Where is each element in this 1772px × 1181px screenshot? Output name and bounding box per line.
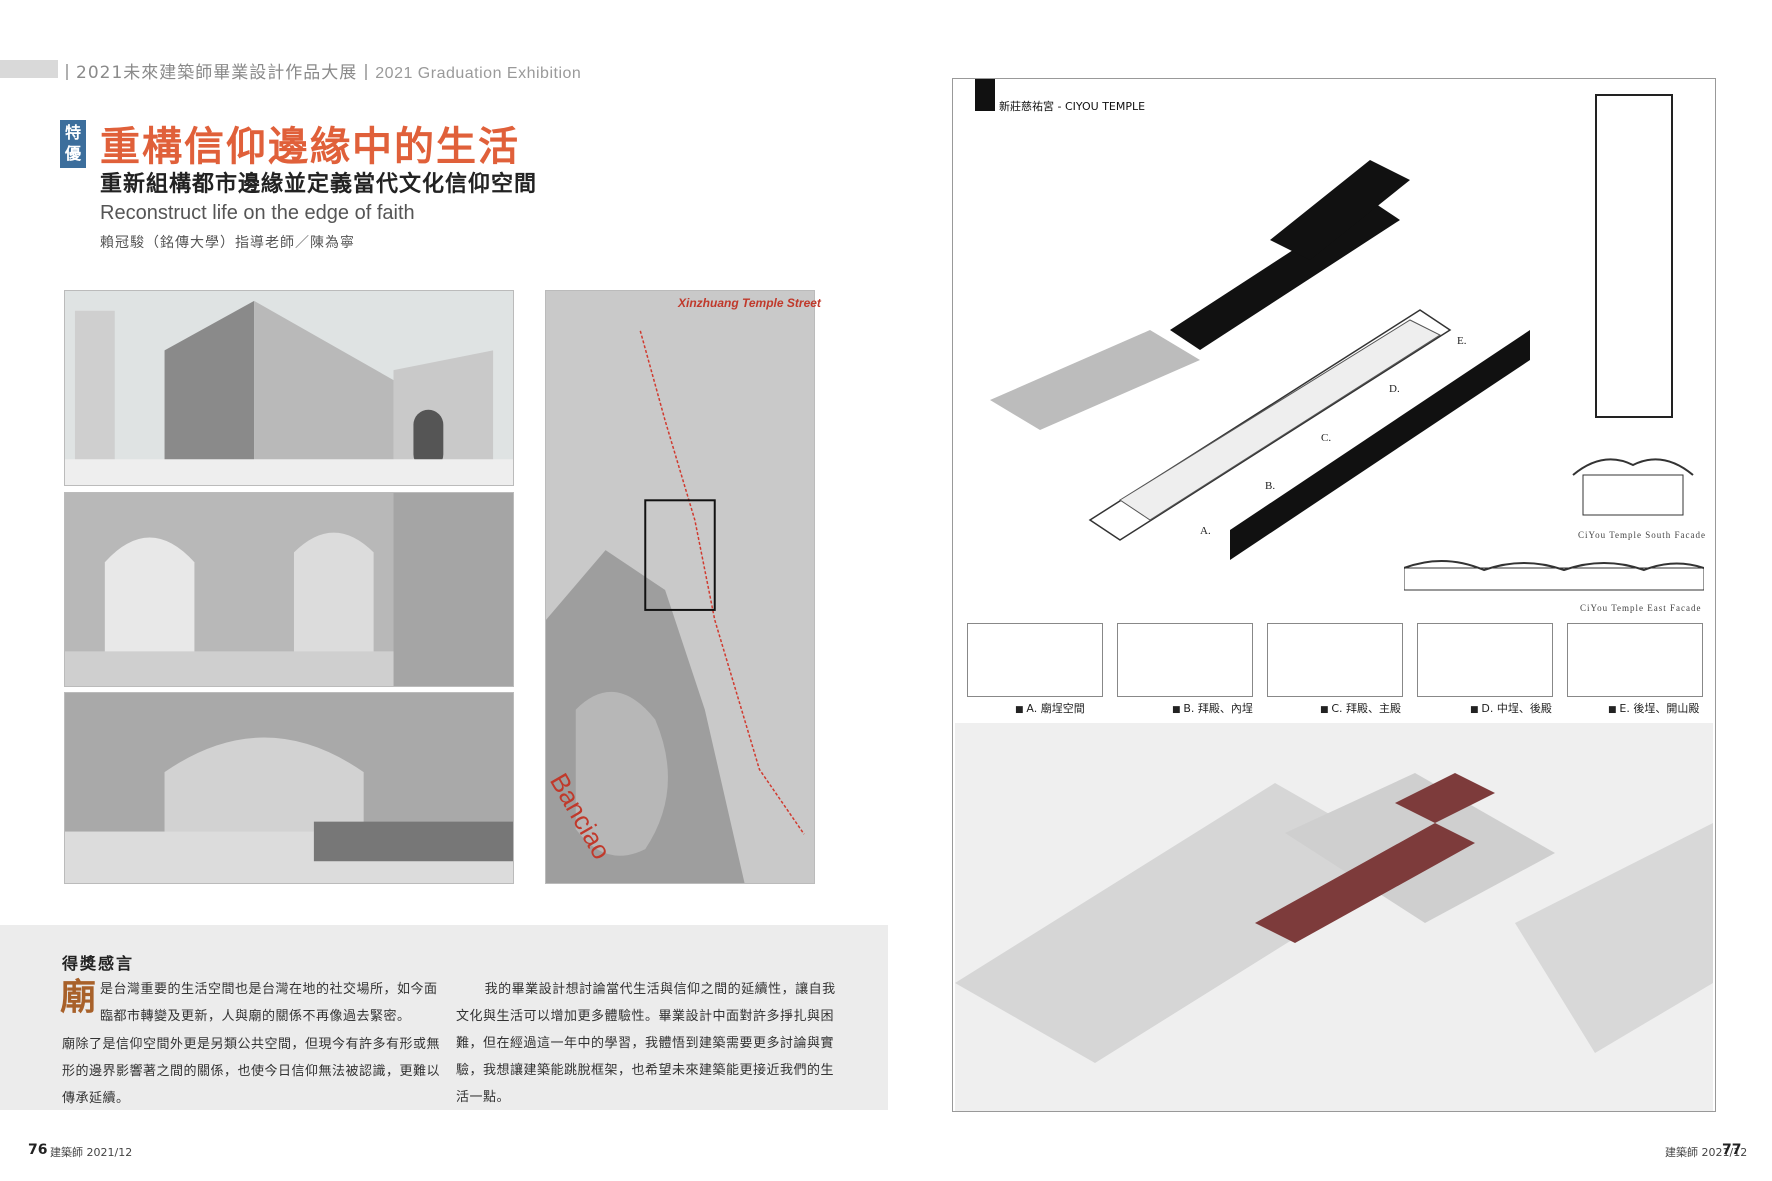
article-title: 重構信仰邊緣中的生活 (100, 124, 520, 170)
award-paragraph-2: 我的畢業設計想討論當代生活與信仰之間的延續性，讓自我文化與生活可以增加更多體驗性… (456, 982, 836, 1105)
east-facade-drawing (1403, 548, 1705, 594)
masterplan-axonometric (955, 723, 1713, 1111)
page-meta-left: 建築師 2021/12 (50, 1146, 133, 1159)
board-label: 新莊慈祐宮 - CIYOU TEMPLE (999, 100, 1146, 113)
exploded-axonometric (970, 100, 1530, 560)
zone-label-b: B. (1265, 480, 1276, 492)
step-panel-d (1417, 623, 1553, 697)
zone-label-a: A. (1200, 525, 1211, 537)
article-title-en: Reconstruct life on the edge of faith (100, 202, 415, 224)
step-label-a: A. 廟埕空間 (1015, 700, 1084, 716)
zone-label-d: D. (1389, 383, 1400, 395)
south-facade-caption: CiYou Temple South Facade (1578, 530, 1707, 540)
exhibition-header: 2021未來建築師畢業設計作品大展 2021 Graduation Exhibit… (58, 58, 581, 83)
temple-plan (1595, 94, 1673, 418)
step-label-d: D. 中埕、後殿 (1470, 700, 1551, 716)
step-label-c: C. 拜殿、主殿 (1320, 700, 1401, 716)
south-facade-drawing (1568, 445, 1698, 517)
award-statement-heading: 得獎感言 (62, 954, 135, 973)
east-facade-caption: CiYou Temple East Facade (1580, 603, 1702, 613)
step-panel-c (1267, 623, 1403, 697)
step-panel-e (1567, 623, 1703, 697)
page-number-left: 76 (28, 1142, 48, 1158)
award-badge: 特優 (60, 120, 86, 168)
article-subtitle: 重新組構都市邊緣並定義當代文化信仰空間 (100, 172, 538, 197)
board-label-block (975, 79, 995, 111)
header-zh: 2021未來建築師畢業設計作品大展 (76, 63, 358, 83)
page-number-right: 77 (1722, 1142, 1742, 1158)
award-statement-panel (0, 925, 888, 1110)
site-map (545, 290, 815, 884)
rendering-interior-2 (64, 692, 514, 884)
step-label-b: B. 拜殿、內埕 (1172, 700, 1253, 716)
award-paragraph-1-rest: 廟除了是信仰空間外更是另類公共空間，但現今有許多有形或無形的邊界影響著之間的關係… (62, 1037, 441, 1106)
author-line: 賴冠駿（銘傳大學）指導老師／陳為寧 (100, 235, 355, 251)
award-paragraph-1-first: 是台灣重要的生活空間也是台灣在地的社交場所，如今面臨都市轉變及更新，人與廟的關係… (100, 982, 438, 1024)
header-bar (0, 60, 58, 78)
dropcap: 廟 (60, 977, 97, 1018)
step-panel-a (967, 623, 1103, 697)
page-meta-right: 建築師 2021/12 (1665, 1146, 1748, 1159)
header-divider (365, 64, 368, 80)
step-label-e: E. 後埕、開山殿 (1608, 700, 1699, 716)
zone-label-e: E. (1457, 335, 1467, 347)
map-street-label: Xinzhuang Temple Street (678, 296, 821, 310)
zone-label-c: C. (1321, 432, 1332, 444)
header-en: 2021 Graduation Exhibition (375, 65, 582, 82)
step-panel-b (1117, 623, 1253, 697)
rendering-interior-1 (64, 492, 514, 687)
rendering-exterior (64, 290, 514, 486)
header-divider (66, 64, 68, 80)
